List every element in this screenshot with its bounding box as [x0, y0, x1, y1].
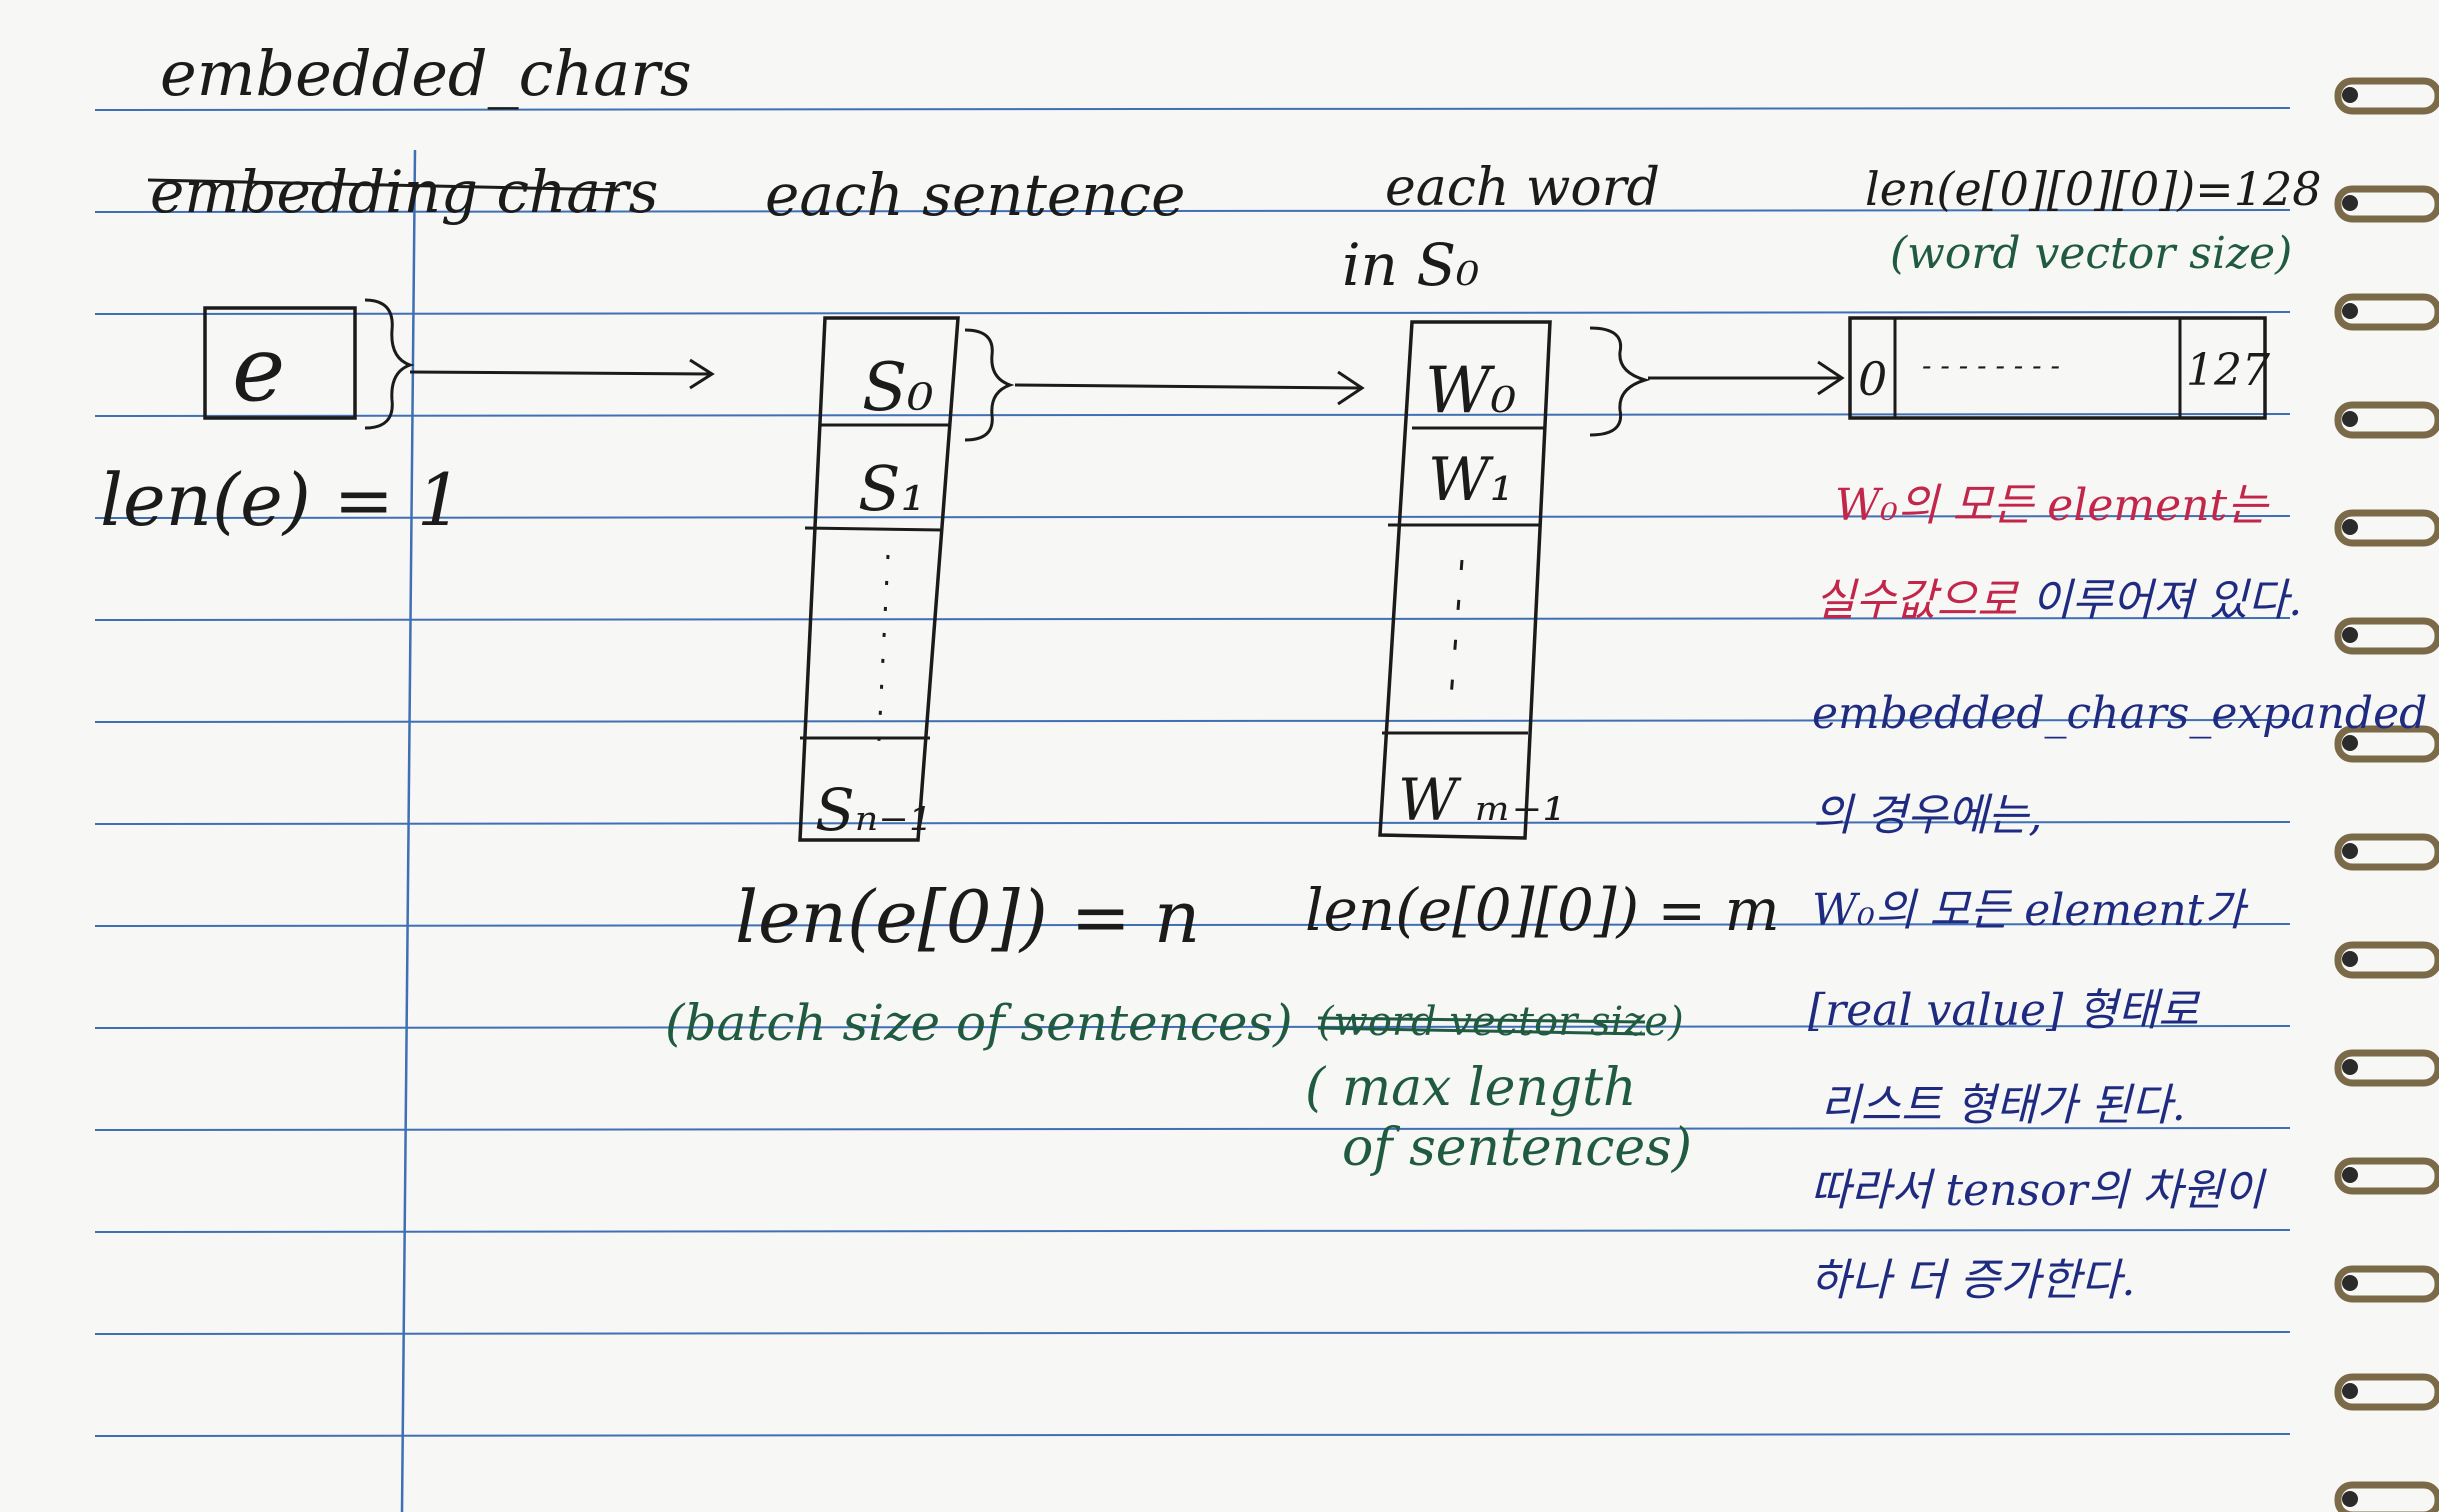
sentence-column	[798, 316, 960, 842]
rule-line	[94, 719, 2291, 723]
note-navy-5: 리스트 형태가 된다.	[1820, 1080, 2186, 1131]
max-length-line1: ( max length	[1305, 1058, 1637, 1118]
strike-line	[147, 178, 621, 192]
spiral-ring	[2334, 833, 2439, 871]
sentence-dots	[876, 554, 890, 761]
margin-line	[400, 149, 417, 1512]
arrow-1	[409, 358, 715, 390]
spiral-ring	[2334, 293, 2439, 331]
spiral-ring	[2334, 941, 2439, 979]
spiral-ring	[2334, 725, 2439, 763]
len-e0-label: len(e[0]) = n	[735, 875, 1200, 959]
vector-first-index: 0	[1858, 352, 1887, 406]
struck-title: embedding chars	[150, 158, 658, 226]
each-word-label: each word	[1385, 158, 1660, 218]
rule-line	[94, 311, 2291, 315]
spiral-ring	[2334, 185, 2439, 223]
arrow-2	[1014, 370, 1365, 406]
rule-line	[94, 1331, 2291, 1335]
note-navy-6: 따라서 tensor의 차원이	[1810, 1165, 2267, 1216]
vector-last-index: 127	[2186, 345, 2270, 396]
spiral-ring	[2334, 77, 2439, 115]
note-line2: 실수값으로 이루어져 있다.	[1815, 575, 2302, 626]
notes-block: W₀의 모든 element는 실수값으로 이루어져 있다. embedded_…	[1808, 480, 2427, 1306]
sn1-label: Sₙ₋₁	[815, 776, 932, 844]
struck-word-vector-strike-1	[1317, 1016, 1646, 1024]
spiral-ring	[2334, 1265, 2439, 1303]
vector-box	[1848, 316, 2267, 420]
struck-word-vector-strike-2	[1317, 1026, 1646, 1036]
word-dots	[1448, 559, 1464, 711]
rule-line	[94, 413, 2291, 417]
len-e000-label: len(e[0][0][0])=128	[1865, 162, 2322, 216]
rule-line	[94, 1229, 2291, 1233]
title: embedded_chars	[160, 37, 692, 110]
e-box-label: e	[232, 317, 285, 422]
spiral-binding	[2334, 77, 2439, 1512]
max-length-line2: of sentences)	[1342, 1118, 1692, 1178]
wm1-label: W ₘ₋₁	[1398, 766, 1566, 834]
s0-label: S₀	[862, 349, 934, 426]
w1-label: W₁	[1428, 445, 1514, 515]
rule-line	[94, 1025, 2291, 1029]
note-red-line1: W₀의 모든 element는	[1835, 480, 2270, 531]
sentence-divider-2	[804, 526, 943, 532]
rule-line	[94, 923, 2291, 927]
word-vector-size-label: (word vector size)	[1890, 228, 2292, 279]
rule-line	[94, 107, 2291, 111]
each-sentence-label: each sentence	[765, 161, 1185, 229]
note-navy-word: 이루어져 있다.	[2031, 575, 2302, 626]
note-navy-4: [real value] 형태로	[1808, 985, 2201, 1036]
e-box	[203, 306, 357, 420]
note-navy-3: W₀의 모든 element가	[1812, 885, 2249, 936]
spiral-ring	[2334, 1373, 2439, 1411]
batch-size-label: (batch size of sentences)	[665, 994, 1293, 1052]
spiral-ring	[2334, 509, 2439, 547]
note-red-word: 실수값으로	[1815, 575, 2020, 626]
rule-line	[94, 515, 2291, 519]
w0-label: W₀	[1425, 354, 1516, 428]
len-e-label: len(e) = 1	[100, 458, 463, 542]
rule-line	[94, 209, 2291, 213]
rule-line	[94, 1433, 2291, 1437]
spiral-ring	[2334, 401, 2439, 439]
vector-dots: - - - - - - - -	[1922, 349, 2060, 382]
ruled-lines	[94, 107, 2291, 1437]
spiral-ring	[2334, 1157, 2439, 1195]
spiral-ring	[2334, 1049, 2439, 1087]
len-e00-label: len(e[0][0]) = m	[1305, 876, 1780, 944]
brace-2	[964, 328, 1015, 442]
note-navy-1: embedded_chars_expanded	[1812, 688, 2427, 739]
note-navy-7: 하나 더 증가한다.	[1810, 1255, 2135, 1306]
spiral-ring	[2334, 1481, 2439, 1512]
word-column	[1378, 320, 1552, 840]
rule-line	[94, 617, 2291, 621]
in-s0-label: in S₀	[1342, 231, 1479, 299]
spiral-ring	[2334, 617, 2439, 655]
arrow-3	[1648, 360, 1845, 396]
note-navy-2: 의 경우에는,	[1812, 790, 2042, 841]
brace-3	[1589, 326, 1651, 437]
s1-label: S₁	[858, 452, 925, 525]
brace-1	[364, 298, 415, 430]
rule-line	[94, 1127, 2291, 1131]
rule-line	[94, 821, 2291, 825]
